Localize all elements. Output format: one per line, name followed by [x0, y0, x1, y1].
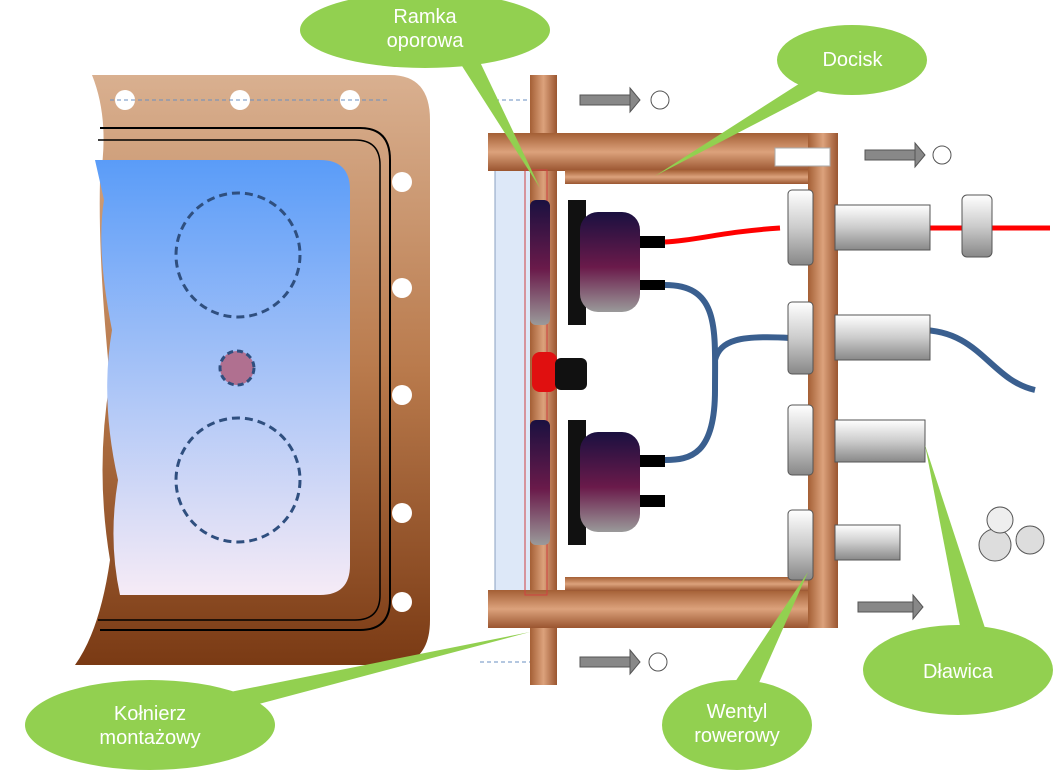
label-line: Wentyl — [706, 701, 768, 723]
label-wentyl-rowerowy: Wentyl rowerowy — [677, 700, 797, 748]
label-line: rowerowy — [694, 725, 780, 747]
label-line: montażowy — [99, 727, 201, 749]
label-ramka-oporowa: Ramka oporowa — [340, 5, 510, 53]
label-dlawica: Dławica — [893, 660, 1023, 684]
label-line: oporowa — [386, 30, 464, 52]
label-line: Docisk — [822, 49, 883, 71]
label-line: Dławica — [922, 661, 994, 683]
clamp-frame — [488, 75, 838, 685]
push-buttons — [530, 200, 665, 545]
label-line: Ramka — [393, 6, 457, 28]
blue-wire — [664, 282, 791, 463]
cable-glands — [787, 189, 1045, 562]
red-wire — [664, 225, 781, 245]
label-line: Kołnierz — [113, 703, 187, 725]
mounting-flange — [75, 75, 430, 665]
callouts — [25, 0, 1053, 770]
blue-wire-out — [919, 327, 1036, 393]
label-kolnierz-montazowy: Kołnierz montażowy — [60, 702, 240, 750]
label-docisk: Docisk — [790, 48, 915, 72]
bicycle-valve — [787, 509, 901, 581]
